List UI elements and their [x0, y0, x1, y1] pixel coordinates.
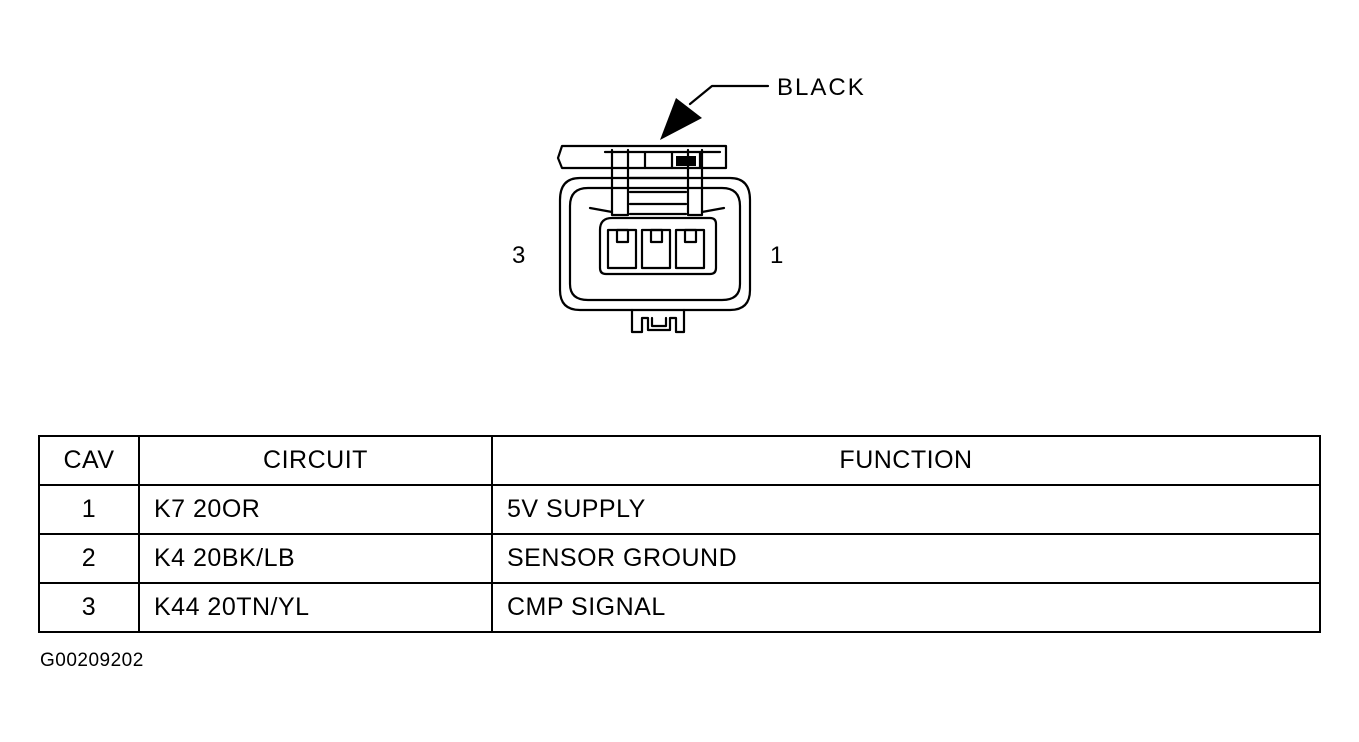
- connector-housing-inner: [568, 186, 742, 302]
- pointer-arrowhead: [660, 98, 702, 140]
- function-cell: CMP SIGNAL: [491, 582, 1321, 633]
- pinout-table: CAV CIRCUIT FUNCTION 1 K7 20OR 5V SUPPLY…: [38, 435, 1321, 633]
- cavity-3-label: 3: [512, 242, 527, 269]
- terminal-2: [640, 228, 672, 270]
- pointer-leader-line: [688, 84, 770, 106]
- header-function: FUNCTION: [491, 435, 1321, 486]
- connector-bottom-tab: [630, 308, 686, 334]
- cavity-1-label: 1: [770, 242, 785, 269]
- cav-cell: 3: [38, 582, 140, 633]
- connector-color-label: BLACK: [777, 74, 866, 101]
- connector-housing-outer: [558, 176, 752, 312]
- header-circuit: CIRCUIT: [138, 435, 493, 486]
- table-row: 2 K4 20BK/LB SENSOR GROUND: [38, 533, 1321, 584]
- circuit-cell: K4 20BK/LB: [138, 533, 493, 584]
- circuit-cell: K7 20OR: [138, 484, 493, 535]
- cav-cell: 2: [38, 533, 140, 584]
- function-cell: 5V SUPPLY: [491, 484, 1321, 535]
- table-row: 3 K44 20TN/YL CMP SIGNAL: [38, 582, 1321, 633]
- cav-cell: 1: [38, 484, 140, 535]
- header-cav: CAV: [38, 435, 140, 486]
- circuit-cell: K44 20TN/YL: [138, 582, 493, 633]
- terminal-cavity-frame: [598, 216, 718, 276]
- terminal-1: [674, 228, 706, 270]
- function-cell: SENSOR GROUND: [491, 533, 1321, 584]
- figure-id: G00209202: [40, 650, 144, 671]
- table-row: 1 K7 20OR 5V SUPPLY: [38, 484, 1321, 535]
- terminal-3: [606, 228, 638, 270]
- table-header-row: CAV CIRCUIT FUNCTION: [38, 435, 1321, 486]
